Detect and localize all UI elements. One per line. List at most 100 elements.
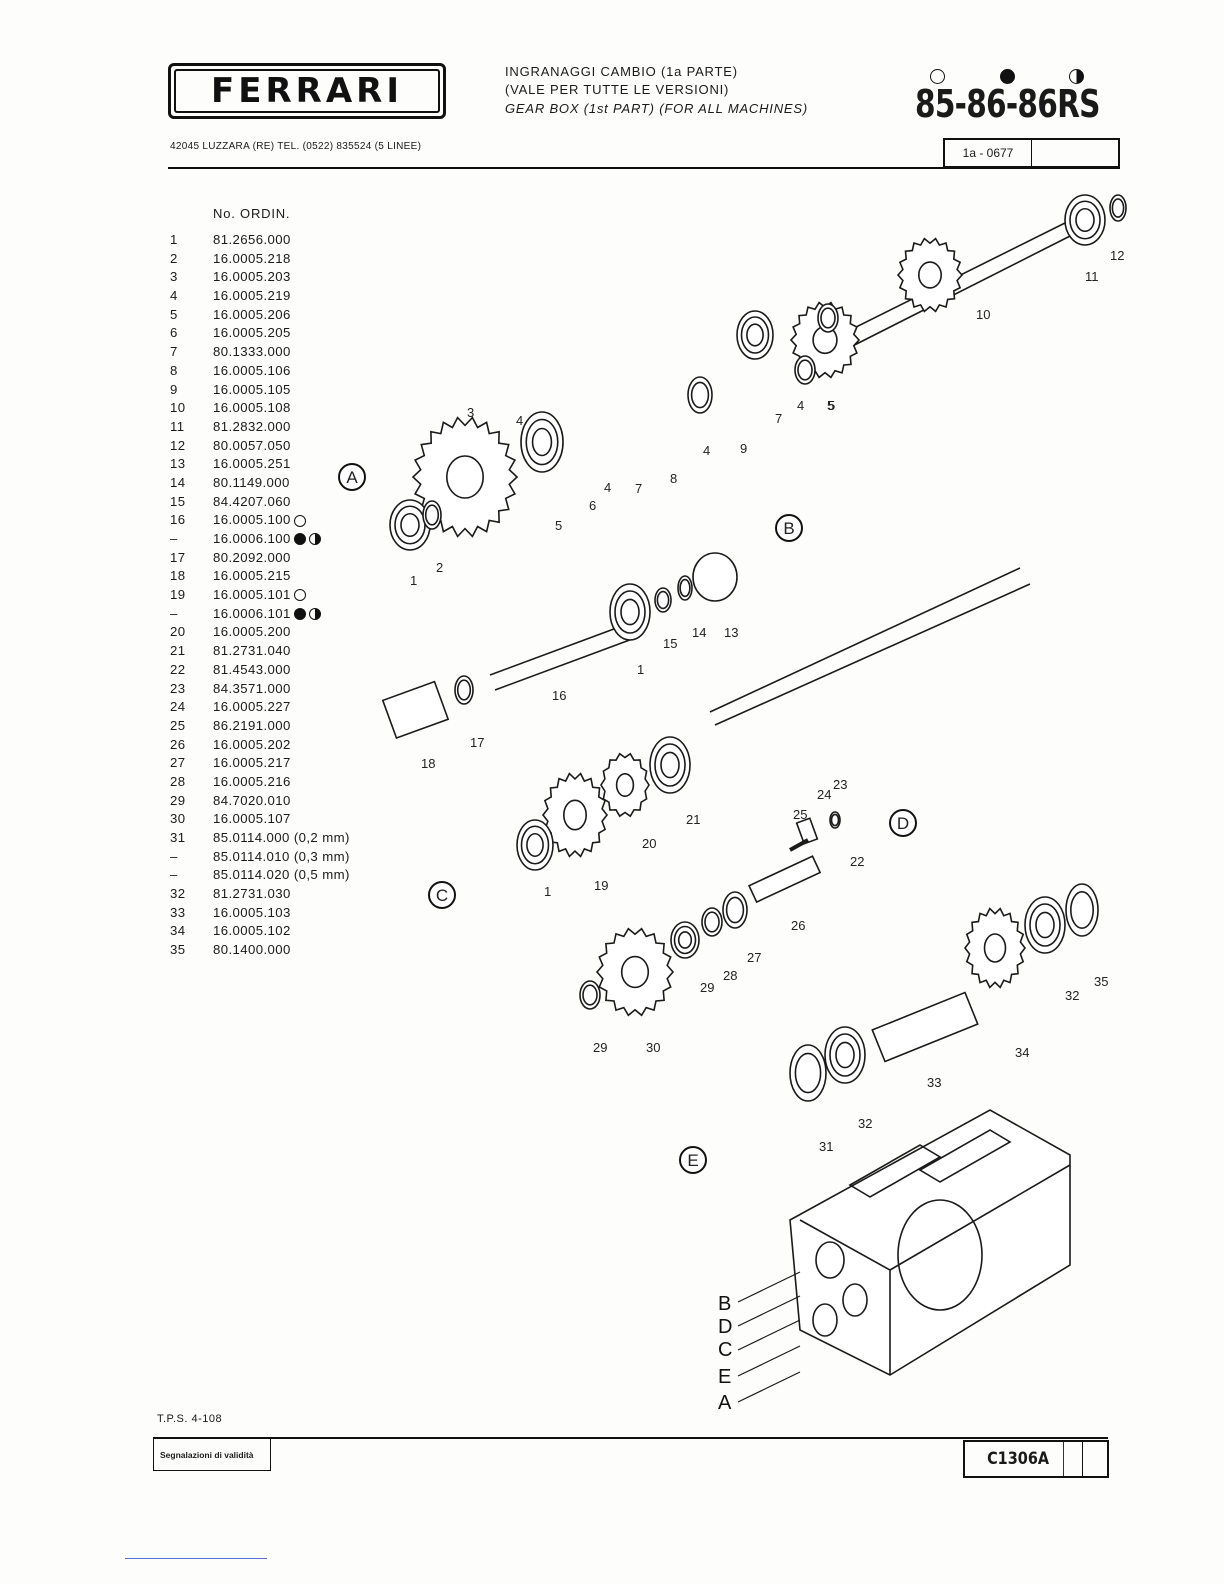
bearing-10-side-race	[740, 316, 770, 354]
bearing-1-low-race	[520, 825, 550, 865]
model-numbers: 85-86-86RS	[915, 82, 1101, 126]
shaft-33	[871, 991, 979, 1063]
order-code: 16.0005.215	[213, 568, 291, 584]
order-code: 81.2832.000	[213, 418, 291, 434]
order-code: 84.4207.060	[213, 493, 291, 509]
housing-bore-d	[842, 1283, 868, 1317]
part-callout: 5	[555, 518, 562, 533]
part-callout: 7	[775, 411, 782, 426]
parts-row: –16.0006.100	[170, 530, 350, 549]
parts-row: 19 16.0005.101	[170, 586, 350, 605]
washer-4-inner	[797, 359, 813, 381]
gear-20-bore	[615, 772, 635, 797]
order-code: 80.1333.000	[213, 344, 291, 360]
nut-23-inner	[830, 813, 840, 827]
order-code: 16.0005.218	[213, 250, 291, 266]
order-code: 16.0005.103	[213, 904, 291, 920]
part-number: 21	[170, 643, 186, 659]
part-callout: 34	[1015, 1045, 1029, 1060]
logo-text: FERRARI	[174, 69, 440, 113]
part-callout: 3	[467, 405, 474, 420]
title-italian-2: (VALE PER TUTTE LE VERSIONI)	[505, 82, 730, 97]
order-code: 85.0114.010 (0,3 mm)	[213, 848, 350, 864]
part-number: 12	[170, 437, 186, 453]
view-marker-letter: B	[783, 519, 794, 538]
part-number: 22	[170, 661, 186, 677]
part-number: 19	[170, 587, 186, 603]
view-marker-circle	[889, 809, 917, 837]
bearing-32-bore	[1035, 911, 1055, 939]
part-number: 34	[170, 923, 186, 939]
housing-bore-c	[812, 1303, 838, 1337]
part-callout: 4	[797, 398, 804, 413]
plate-24	[795, 817, 819, 845]
part-number: 8	[170, 362, 178, 378]
gear-34-bore	[983, 933, 1007, 963]
order-code: 80.1149.000	[213, 474, 290, 490]
bearing-1-mid-race	[614, 590, 646, 634]
half-circle-icon	[1069, 69, 1084, 84]
bearing-21-race	[654, 743, 686, 787]
part-callout: 10	[976, 307, 990, 322]
housing-top-window-2	[918, 1129, 1012, 1183]
order-code: 16.0005.101	[213, 587, 291, 603]
washer-17-inner	[456, 679, 472, 701]
part-callout: 6	[589, 498, 596, 513]
view-marker-circle	[428, 881, 456, 909]
bearing-11	[1064, 194, 1106, 246]
bearing-32-low-bore	[835, 1041, 855, 1069]
scan-mark	[125, 1558, 267, 1559]
part-callout: 1	[637, 662, 644, 677]
housing-leader-line-2	[737, 1319, 801, 1351]
bearing-11-race	[1069, 200, 1101, 240]
part-callout: 32	[1065, 988, 1079, 1003]
part-callout: 5	[828, 398, 835, 413]
part-callout: 30	[646, 1040, 660, 1055]
part-number: 15	[170, 493, 186, 509]
circlip-12-inner	[1111, 198, 1125, 218]
part-number: 17	[170, 549, 186, 565]
part-number: –	[170, 531, 178, 546]
parts-row: –16.0006.101	[170, 605, 350, 624]
part-callout: 1	[410, 573, 417, 588]
part-callout: 9	[740, 441, 747, 456]
order-code: 16.0005.108	[213, 400, 291, 416]
part-number: 1	[170, 232, 178, 247]
pin-26	[747, 855, 822, 904]
part-callout: 25	[793, 807, 807, 822]
bearing-10-side-bore	[746, 323, 764, 347]
part-number: 29	[170, 792, 186, 808]
bearing-1-low-bore	[526, 832, 544, 858]
part-callout: 2	[436, 560, 443, 575]
drawing-code: C1306A	[973, 1442, 1064, 1476]
part-callout: 14	[692, 625, 706, 640]
housing-letter: A	[718, 1392, 732, 1414]
part-number: 5	[170, 306, 178, 322]
part-callout: 8	[670, 471, 677, 486]
title-english: GEAR BOX (1st PART) (FOR ALL MACHINES)	[505, 101, 808, 116]
gear-30	[595, 927, 675, 1017]
parts-list-header: No. ORDIN.	[213, 206, 291, 221]
part-callout: 1	[544, 884, 551, 899]
gear-34	[963, 907, 1027, 989]
part-callout: 21	[686, 812, 700, 827]
snap-ring-14-inner	[679, 578, 691, 598]
reference-code: 1a - 0677	[945, 140, 1032, 166]
housing-letter: E	[718, 1366, 731, 1388]
order-code: 16.0005.217	[213, 755, 291, 771]
housing-top-window	[848, 1144, 942, 1198]
part-number: 35	[170, 942, 186, 958]
